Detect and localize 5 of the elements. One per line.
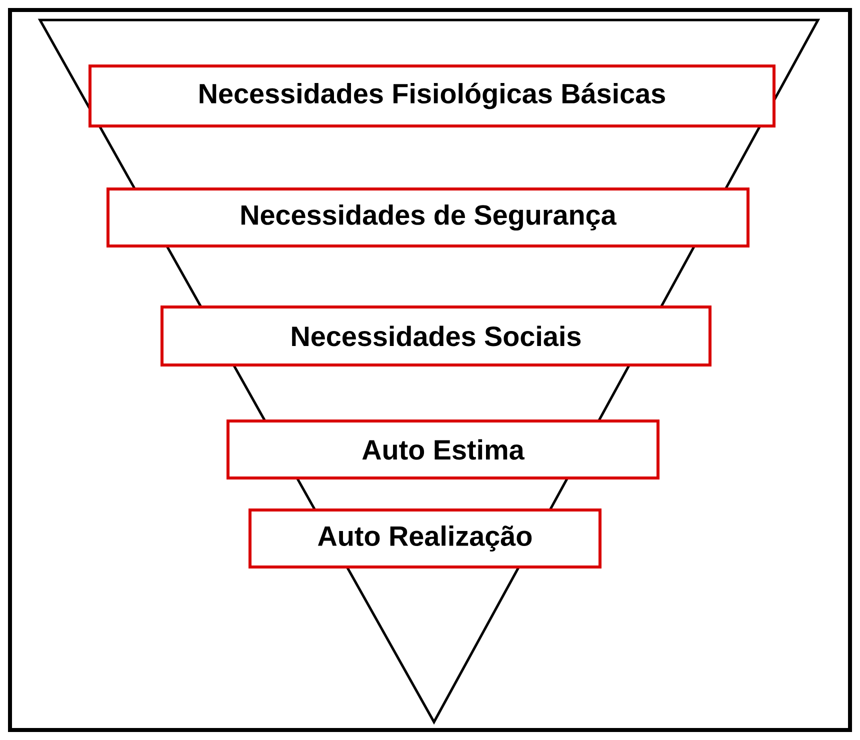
level-box: Necessidades de Segurança <box>106 188 750 248</box>
level-box: Auto Realização <box>248 508 602 568</box>
level-box: Necessidades Sociais <box>160 306 712 366</box>
level-box: Necessidades Fisiológicas Básicas <box>88 64 776 128</box>
level-box: Auto Estima <box>226 420 660 480</box>
